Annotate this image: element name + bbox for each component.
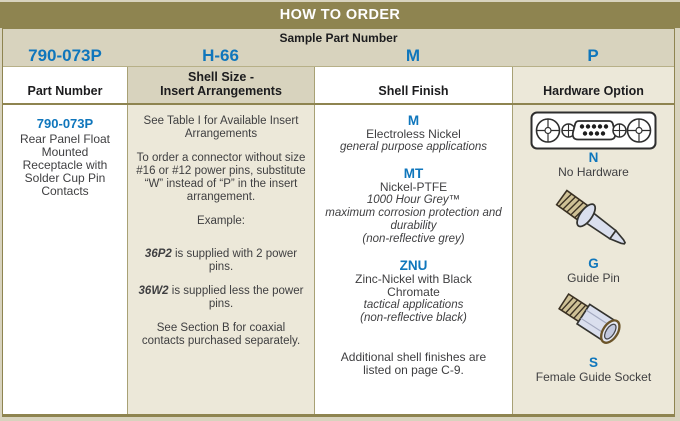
sample-code-hardware: P xyxy=(587,46,599,65)
finish-note: maximum corrosion protection and durabil… xyxy=(325,207,502,232)
how-to-order-banner: HOW TO ORDER xyxy=(0,2,680,28)
header-part-number: Part Number xyxy=(3,67,127,103)
header-shell-finish: Shell Finish xyxy=(314,67,512,103)
cell-shell-finish: M Electroless Nickel general purpose app… xyxy=(314,105,512,414)
shell-size-example-label: Example: xyxy=(197,215,245,227)
finish-note: tactical applications xyxy=(363,299,464,311)
banner-title: HOW TO ORDER xyxy=(279,7,401,23)
hardware-label-female-guide-socket: Female Guide Socket xyxy=(535,370,652,384)
finish-option-mt: MT Nickel-PTFE 1000 Hour Grey™ maximum c… xyxy=(315,166,512,246)
finish-note: general purpose applications xyxy=(339,141,488,153)
cell-shell-size: See Table I for Available Insert Arrange… xyxy=(127,105,314,414)
sample-code-shell-size: H-66 xyxy=(202,46,239,65)
hardware-code-g: G xyxy=(588,256,599,271)
finish-name: Electroless Nickel xyxy=(366,127,461,141)
sample-code-shell-finish: M xyxy=(405,46,421,65)
sample-part-number-row: Sample Part Number xyxy=(3,29,674,46)
shell-size-para-see-table: See Table I for Available Insert Arrange… xyxy=(143,115,299,140)
order-table: Sample Part Number 790-073P H-66 M P Par… xyxy=(2,28,675,417)
sample-part-number-label: Sample Part Number xyxy=(279,31,398,45)
finish-code: MT xyxy=(403,166,424,181)
female-guide-socket-icon xyxy=(557,293,621,344)
part-number-code: 790-073P xyxy=(36,116,94,131)
shell-size-example-1: 36P2 is supplied with 2 power pins. xyxy=(136,248,306,274)
header-shell-size: Shell Size - Insert Arrangements xyxy=(127,67,314,103)
guide-pin-icon xyxy=(555,189,626,245)
finish-name: Nickel-PTFE xyxy=(379,180,448,194)
finish-code: M xyxy=(407,113,420,128)
finish-note: 1000 Hour Grey™ xyxy=(366,194,461,206)
finish-option-znu: ZNU Zinc-Nickel with Black Chromate tact… xyxy=(315,258,512,325)
example-2-text: is supplied less the power pins. xyxy=(168,285,304,310)
cell-part-number: 790-073P Rear Panel Float Mounted Recept… xyxy=(3,105,127,414)
example-1-code: 36P2 xyxy=(144,248,172,260)
additional-finishes-note: Additional shell finishes are listed on … xyxy=(340,350,487,377)
hardware-code-s: S xyxy=(588,355,598,370)
example-1-text: is supplied with 2 power pins. xyxy=(171,248,298,273)
finish-option-m: M Electroless Nickel general purpose app… xyxy=(315,113,512,154)
example-2-code: 36W2 xyxy=(138,285,169,297)
finish-note: (non-reflective grey) xyxy=(362,233,465,245)
hardware-code-n: N xyxy=(588,150,599,165)
shell-size-example-2: 36W2 is supplied less the power pins. xyxy=(136,285,306,311)
finish-note: (non-reflective black) xyxy=(360,312,467,324)
finish-name: Zinc-Nickel with Black Chromate xyxy=(355,272,472,299)
shell-size-para-power-pins: To order a connector without size #16 or… xyxy=(136,152,306,203)
sample-codes-row: 790-073P H-66 M P xyxy=(3,46,674,66)
hardware-label-no-hardware: No Hardware xyxy=(558,165,629,179)
column-header-row: Part Number Shell Size - Insert Arrangem… xyxy=(3,66,674,105)
cell-hardware-option: N No Hardware G Gu xyxy=(512,105,674,414)
part-number-description: Rear Panel Float Mounted Receptacle with… xyxy=(19,132,111,198)
dsub-connector-face-icon xyxy=(530,111,657,150)
shell-size-para-coaxial: See Section B for coaxial contacts purch… xyxy=(141,322,301,347)
table-body-row: 790-073P Rear Panel Float Mounted Recept… xyxy=(3,105,674,414)
header-hardware-option: Hardware Option xyxy=(512,67,674,103)
sample-code-part-number: 790-073P xyxy=(28,46,102,65)
hardware-label-guide-pin: Guide Pin xyxy=(567,271,620,285)
finish-code: ZNU xyxy=(399,258,428,273)
